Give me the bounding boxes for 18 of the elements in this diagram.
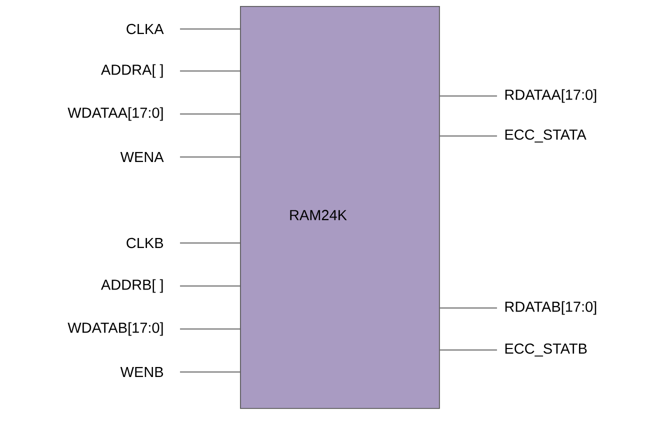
block-box: RAM24K: [240, 6, 440, 409]
pin-label: ADDRA[ ]: [101, 64, 163, 78]
pin-label: CLKB: [126, 238, 164, 248]
pin-line: [180, 70, 240, 72]
pin-line: [180, 328, 240, 330]
pin-label: WDATAB[17:0]: [68, 322, 163, 336]
pin-label: RDATAB[17:0]: [505, 301, 596, 315]
pin-line: [180, 156, 240, 158]
pin-line: [180, 242, 240, 244]
pin-label: CLKA: [126, 24, 164, 34]
pin-label: WENA: [120, 152, 164, 162]
pin-label: ECC_STATB: [505, 344, 587, 356]
pin-label: RDATAA[17:0]: [505, 89, 596, 103]
pin-label: WDATAA[17:0]: [68, 107, 163, 121]
pin-label: ADDRB[ ]: [101, 279, 163, 293]
pin-label: ECC_STATA: [505, 130, 586, 142]
pin-label: WENB: [120, 367, 164, 377]
pin-line: [180, 28, 240, 30]
